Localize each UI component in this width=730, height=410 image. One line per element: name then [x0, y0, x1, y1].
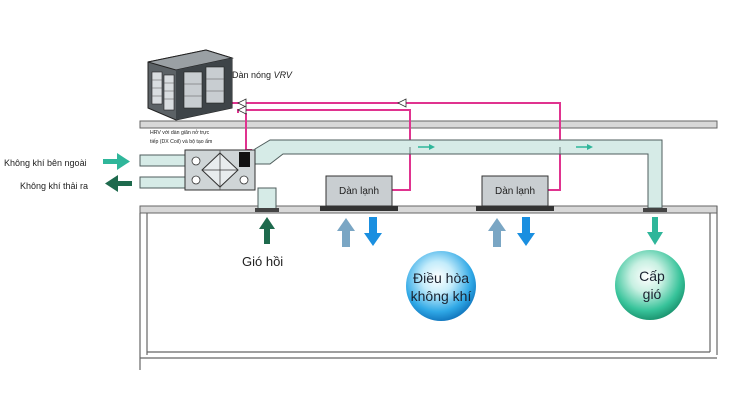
indoor-2-return-arrow — [488, 218, 506, 247]
indoor-unit-1 — [320, 175, 398, 211]
fresh-air-arrow — [103, 153, 130, 170]
supply-duct — [254, 139, 663, 209]
indoor-1-return-arrow — [337, 218, 355, 247]
air-supply-line2: gió — [643, 286, 662, 302]
return-air-label: Gió hồi — [242, 254, 283, 269]
air-conditioning-bubble — [406, 251, 476, 321]
indoor-1-supply-arrow — [364, 217, 382, 246]
exhaust-air-label: Không khí thải ra — [20, 181, 88, 191]
building-structure — [139, 120, 718, 370]
outside-air-ducts — [139, 154, 186, 189]
indoor-unit-2-label: Dàn lạnh — [495, 186, 535, 197]
return-duct — [257, 187, 277, 211]
air-supply-line1: Cấp — [639, 268, 665, 284]
valve-icon — [397, 98, 407, 108]
outdoor-vrv-unit — [147, 49, 234, 121]
valve-icon — [237, 98, 247, 108]
return-air-arrow — [259, 217, 275, 244]
supply-air-arrow — [647, 217, 663, 245]
hrv-unit — [184, 149, 256, 191]
indoor-unit-2 — [476, 175, 554, 211]
air-supply-bubble — [615, 250, 685, 320]
fresh-air-label: Không khí bên ngoài — [4, 158, 87, 168]
exhaust-air-arrow — [105, 175, 132, 192]
outdoor-unit-label: Dàn nóng VRV — [232, 70, 293, 80]
hrv-label-line2: tiếp (DX Coil) và bộ tạo ẩm — [150, 138, 212, 145]
supply-grille — [643, 208, 667, 212]
valve-icon — [237, 105, 247, 115]
air-conditioning-line1: Điều hòa — [413, 270, 469, 286]
air-conditioning-line2: không khí — [411, 288, 472, 304]
indoor-2-supply-arrow — [517, 217, 535, 246]
indoor-unit-1-label: Dàn lạnh — [339, 186, 379, 197]
hrv-label-line1: HRV với dàn giãn nở trực — [150, 129, 210, 136]
return-grille — [255, 208, 279, 212]
